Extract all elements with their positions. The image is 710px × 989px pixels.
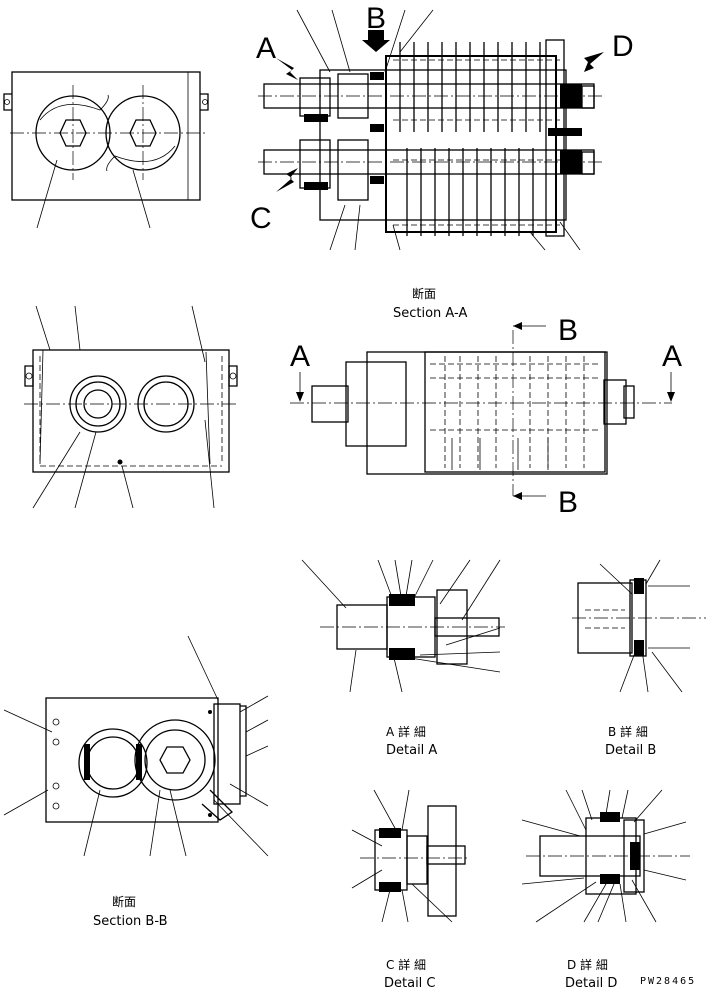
drawing-number: PW28465: [640, 976, 696, 987]
label-b-upper: B: [558, 314, 578, 347]
label-b-lower: B: [558, 486, 578, 519]
cutter-stack-upper: [393, 42, 560, 132]
label-a-left: A: [290, 340, 310, 373]
section-bb-title: Section B-B: [93, 914, 168, 929]
label-b-top: B: [366, 2, 386, 35]
section-bb-view: [3, 635, 269, 857]
label-a-top: A: [256, 32, 276, 65]
arrow-d-icon: [584, 52, 604, 72]
section-aa-title: Section A-A: [393, 306, 467, 321]
detail-b-jp: B 詳 細: [608, 724, 648, 739]
side-view-middle-right: [290, 322, 675, 500]
detail-a-jp: A 詳 細: [386, 724, 426, 739]
detail-a-title: Detail A: [386, 743, 437, 758]
detail-c-view: [351, 789, 470, 923]
detail-b-title: Detail B: [605, 743, 656, 758]
arrow-a-icon: [276, 58, 298, 80]
arrow-c-icon: [276, 168, 298, 192]
detail-b-view: [572, 559, 706, 693]
detail-a-view: [301, 559, 505, 693]
label-d-top: D: [612, 30, 634, 63]
arrow-b-icon: [362, 30, 390, 52]
section-bb-jp: 断面: [112, 894, 136, 909]
section-aa-view: [258, 9, 604, 251]
detail-c-title: Detail C: [384, 976, 436, 989]
detail-d-title: Detail D: [565, 976, 617, 989]
detail-d-jp: D 詳 細: [567, 957, 608, 972]
bearing-blocks: [304, 72, 582, 190]
detail-c-jp: C 詳 細: [386, 957, 426, 972]
section-aa-jp: 断面: [412, 286, 436, 301]
label-c-top: C: [250, 202, 272, 235]
cutter-stack-lower: [393, 148, 560, 236]
end-view-top-left: [3, 71, 209, 229]
label-a-right: A: [662, 340, 682, 373]
front-view-middle-left: [24, 305, 238, 509]
detail-d-view: [521, 789, 690, 923]
